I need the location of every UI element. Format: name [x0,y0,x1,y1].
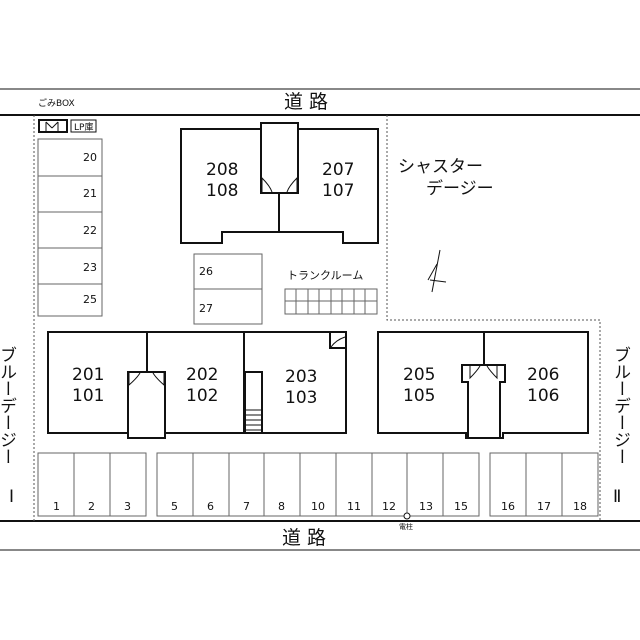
room-205-label: 205 [403,365,435,385]
room-203-label: 203 [285,367,317,387]
stair-205-206 [461,364,506,439]
room-206-label: 206 [527,365,559,385]
parking-space-label: 11 [347,500,361,513]
parking-space-label: 5 [171,500,178,513]
shasta-daisy-label: シャスター [398,157,483,177]
garbage-box [38,119,68,133]
parking-space-label: 16 [501,500,515,513]
parking-space-label: 20 [83,151,97,164]
room-208-label: 208 [206,160,238,180]
parking-space-label: 1 [53,500,60,513]
stair-201-202-doors [128,372,165,387]
parking-bottom-a [37,452,147,517]
lp-shed-label: LP庫 [74,121,93,133]
room-203-closet [329,331,347,349]
room-201-label: 201 [72,365,104,385]
parking-space-label: 18 [573,500,587,513]
parking-space-label: 13 [419,500,433,513]
parking-space-label: 26 [199,265,213,278]
lp-shed [70,119,97,133]
parking-space-label: 8 [278,500,285,513]
room-203-closet-door [330,336,346,348]
parking-space-label: 7 [243,500,250,513]
blue-daisy-2-label: ブルーデージー [610,346,630,465]
parking-space-label: 6 [207,500,214,513]
stair-203 [244,371,263,434]
blue-daisy-1-numeral: Ⅰ [9,487,14,507]
parking-space-label: 25 [83,293,97,306]
garbage-box-label: ごみBOX [38,97,75,109]
parking-bottom-b [156,452,480,517]
room-102-label: 102 [186,386,218,406]
parking-space-label: 22 [83,224,97,237]
stair-201-202 [127,371,166,439]
utility-pole-label: 電柱 [399,522,413,531]
stair-203-steps [246,409,261,431]
top-road-label: 道路 [284,91,334,113]
room-101-label: 101 [72,386,104,406]
stair-207-208-doors [261,176,298,193]
room-105-label: 105 [403,386,435,406]
parking-space-label: 23 [83,261,97,274]
blue-daisy-1-label: ブルーデージー [0,346,16,465]
room-106-label: 106 [527,386,559,406]
parking-space-label: 21 [83,187,97,200]
room-207-label: 207 [322,160,354,180]
north-arrow-icon [427,249,447,293]
parking-space-label: 10 [311,500,325,513]
parking-space-label: 2 [88,500,95,513]
room-108-label: 108 [206,181,238,201]
utility-pole-icon [403,512,411,520]
parking-space-label: 12 [382,500,396,513]
building-205-206 [377,331,589,439]
shasta-daisy-label: デージー [426,178,494,199]
parking-space-label: 15 [454,500,468,513]
blue-daisy-2-numeral: Ⅱ [613,487,621,507]
garbage-box-door [45,121,59,132]
parking-space-label: 3 [124,500,131,513]
room-107-label: 107 [322,181,354,201]
stair-205-206-doors [469,365,498,380]
parking-space-label: 17 [537,500,551,513]
parking-space-label: 27 [199,302,213,315]
room-103-label: 103 [285,388,317,408]
bottom-road-label: 道路 [282,527,332,549]
trunk-room-label: トランクルーム [287,269,363,282]
room-202-label: 202 [186,365,218,385]
parking-left-block [37,138,103,317]
parking-bottom-c [489,452,599,517]
